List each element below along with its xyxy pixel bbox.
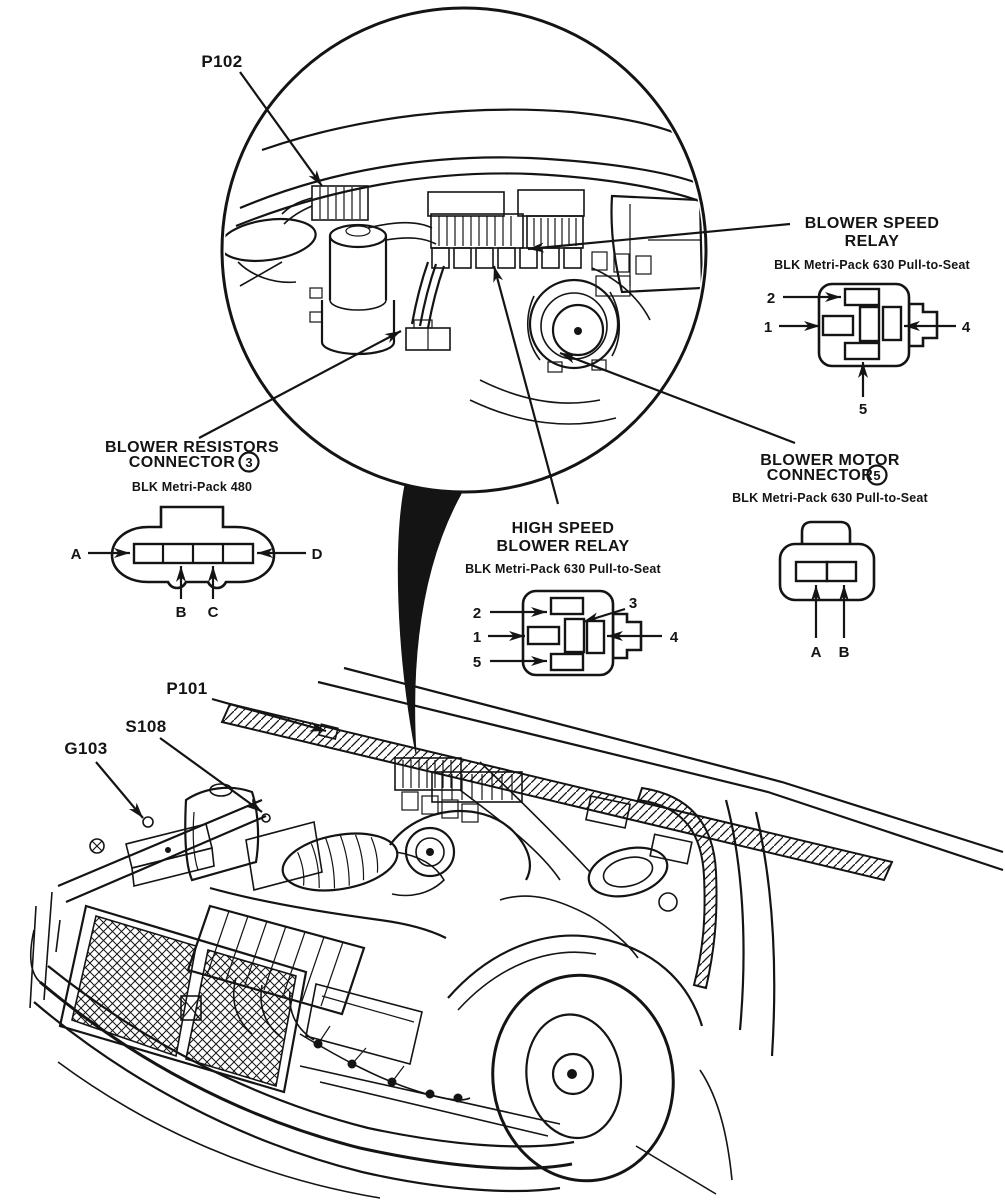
brc-pin-d-label: D [312,546,323,563]
leader-p102 [239,71,323,187]
brc-ref-number: 3 [245,455,252,470]
engine-bay-illustration [29,666,1004,1199]
brc-pin-a-label: A [71,546,82,563]
hsr-pin5-cavity [549,652,585,672]
hsr-pin4-label: 4 [670,629,679,646]
hsr-pin5-label: 5 [473,654,481,671]
hsr-pin3-label: 3 [629,595,637,612]
brc-pin-c-label: C [208,604,219,621]
bmc-pin-a-label: A [811,644,822,661]
callout-p101: P101 [166,679,207,698]
hsr-pin2-cavity [549,596,585,616]
leader-blower-motor-connector [559,351,796,445]
hsr-pin1-label: 1 [473,629,481,646]
hsr-pin2-label: 2 [473,605,481,622]
leader-blower-resistors-connector [198,330,402,439]
bsr-pin5-cavity [843,341,881,361]
bmc-pin-a-cavity [794,560,829,583]
brc-pin-b-label: B [176,604,187,621]
bsr-pin1-label: 1 [764,319,772,336]
hsr-pin3-arrow [582,607,626,624]
bsr-title-line1: BLOWER SPEED [805,215,940,232]
leader-g103 [95,761,144,819]
bsr-pin2-label: 2 [767,290,775,307]
bsr-pin2-cavity [843,287,881,307]
bsr-pin5-label: 5 [859,401,867,418]
leader-p101 [211,697,327,733]
hsr-pin1-cavity [526,625,561,646]
hsr-title-line2: BLOWER RELAY [496,538,629,555]
bmc-pin-b-label: B [839,644,850,661]
bmc-title-line1: BLOWER MOTOR [760,452,900,469]
hsr-title-line1: HIGH SPEED [512,520,615,537]
bsr-center-cavity [858,305,881,343]
magnifier-circle-border [220,6,708,494]
bmc-title-line2: CONNECTOR [767,467,873,484]
leader-blower-speed-relay [527,222,791,253]
brc-ref-circle [238,451,260,473]
bsr-pin4-label: 4 [962,319,971,336]
bmc-connector-tab [800,520,852,546]
pinout-high-speed-blower-relay: HIGH SPEED BLOWER RELAY BLK Metri-Pack 6… [465,520,679,677]
hsr-pin4-cavity [585,619,606,655]
zoom-wedge [397,484,463,755]
leader-lines [95,71,796,819]
leader-s108 [159,737,263,813]
magnifier-circle [220,6,708,494]
brc-title-line1: BLOWER RESISTORS [105,439,279,456]
bsr-pin1-cavity [821,314,855,337]
pinout-blower-resistors-connector: BLOWER RESISTORS CONNECTOR 3 BLK Metri-P… [71,439,323,621]
bsr-pin4-cavity [881,305,903,342]
callout-g103: G103 [64,739,107,758]
brc-title-line2: CONNECTOR [129,454,235,471]
hsr-subtitle: BLK Metri-Pack 630 Pull-to-Seat [465,562,661,576]
bmc-pin-b-cavity [825,560,858,583]
callout-p102: P102 [201,52,242,71]
pinout-blower-motor-connector: BLOWER MOTOR CONNECTOR 5 BLK Metri-Pack … [732,452,928,661]
callout-labels: P102 P101 S108 G103 [64,52,242,758]
bmc-ref-number: 5 [873,468,880,483]
bsr-title-line2: RELAY [845,233,900,250]
hsr-pin3-cavity [563,617,586,654]
bmc-subtitle: BLK Metri-Pack 630 Pull-to-Seat [732,491,928,505]
brc-subtitle: BLK Metri-Pack 480 [132,480,252,494]
pinout-blower-speed-relay: BLOWER SPEED RELAY BLK Metri-Pack 630 Pu… [764,215,971,418]
leader-high-speed-blower-relay [492,265,560,505]
callout-s108: S108 [125,717,166,736]
bsr-subtitle: BLK Metri-Pack 630 Pull-to-Seat [774,258,970,272]
bmc-ref-circle [866,464,888,486]
